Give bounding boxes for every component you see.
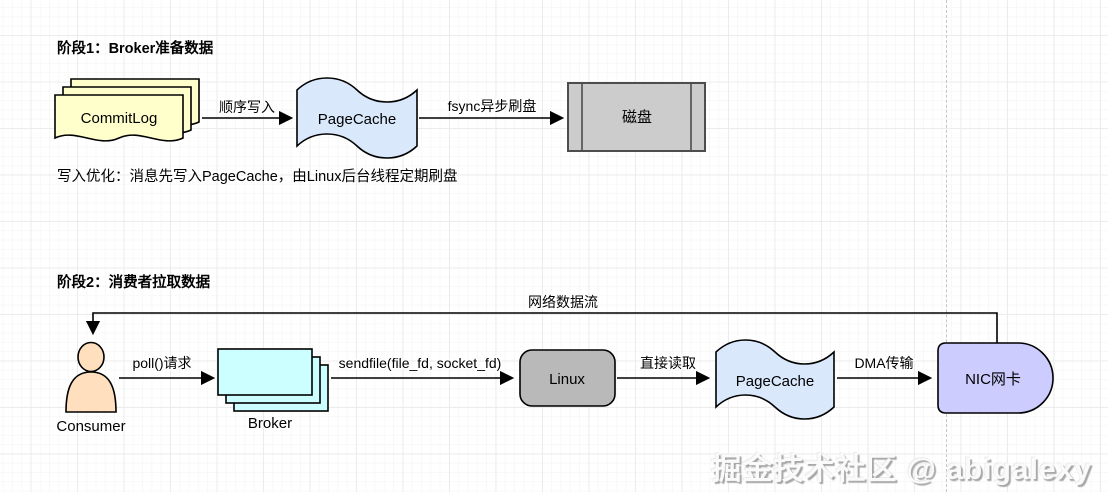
- network-flow-label: 网络数据流: [528, 294, 598, 310]
- linux-label: Linux: [549, 371, 585, 388]
- disk-shape: [567, 82, 706, 152]
- consumer-label: Consumer: [56, 418, 125, 435]
- nic-label: NIC网卡: [965, 371, 1021, 388]
- linux-node: Linux: [519, 349, 616, 407]
- pagecache2-node: PageCache: [715, 339, 835, 420]
- pagecache1-label: PageCache: [318, 111, 396, 128]
- fsync-label: fsync异步刷盘: [448, 98, 537, 114]
- broker-rect-front: [217, 348, 313, 396]
- nic-shape: [937, 342, 1054, 414]
- sendfile-label: sendfile(file_fd, socket_fd): [339, 355, 502, 371]
- pagecache1-tape-shape: [296, 77, 418, 159]
- commitlog-node: CommitLog: [54, 78, 200, 142]
- broker-node: Broker: [217, 348, 329, 432]
- consumer-body: [65, 371, 117, 413]
- pagecache2-label: PageCache: [736, 373, 814, 390]
- commitlog-label: CommitLog: [81, 110, 158, 127]
- consumer-head: [77, 341, 105, 373]
- disk-node: 磁盘: [567, 82, 706, 152]
- broker-label: Broker: [248, 415, 292, 432]
- stage2-title: 阶段2：消费者拉取数据: [57, 273, 211, 291]
- poll-label: poll()请求: [132, 355, 191, 371]
- seq-write-label: 顺序写入: [219, 99, 275, 115]
- commitlog-doc-front: [54, 94, 184, 142]
- stage1-title: 阶段1：Broker准备数据: [57, 39, 214, 57]
- nic-node: NIC网卡: [937, 342, 1054, 414]
- dma-label: DMA传输: [854, 355, 913, 371]
- watermark: 掘金技术社区 @ abigalexy: [711, 453, 1092, 486]
- pagecache2-tape-shape: [715, 339, 835, 420]
- pagecache1-node: PageCache: [296, 77, 418, 159]
- page-boundary-dashed-line: [946, 0, 947, 492]
- disk-label: 磁盘: [622, 108, 652, 126]
- consumer-node: Consumer: [56, 341, 126, 435]
- direct-read-label: 直接读取: [640, 355, 696, 371]
- arrow-network-flow: [85, 312, 998, 343]
- linux-shape: [519, 349, 616, 407]
- stage1-note: 写入优化：消息先写入PageCache，由Linux后台线程定期刷盘: [57, 167, 457, 185]
